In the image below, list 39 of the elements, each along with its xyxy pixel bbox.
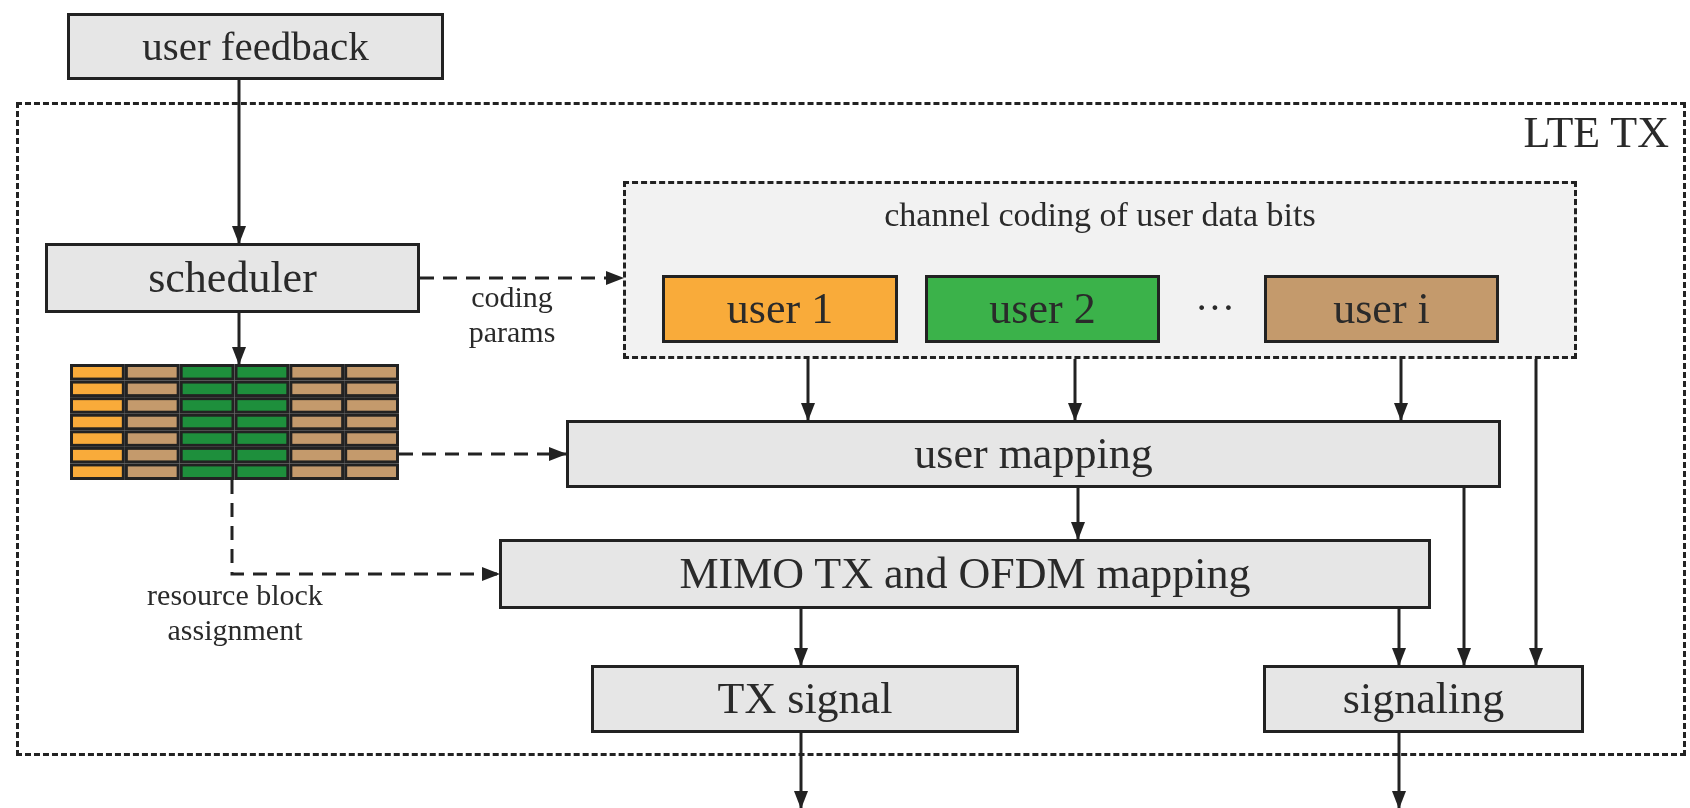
box-label: user i: [1333, 287, 1430, 331]
arrow: [1457, 488, 1471, 666]
dashed-arrow: [420, 271, 624, 285]
arrow: [1529, 359, 1543, 666]
process-box: [925, 275, 1160, 343]
box-label: user 1: [726, 287, 834, 331]
process-box: [1263, 665, 1584, 733]
box-label: MIMO TX and OFDM mapping: [679, 552, 1251, 596]
arrow: [232, 313, 246, 365]
process-box: [67, 13, 444, 80]
box-label: TX signal: [717, 677, 893, 721]
group-title: LTE TX: [1523, 111, 1669, 155]
arrow: [1394, 359, 1408, 421]
arrow: [794, 733, 808, 808]
arrow: [801, 359, 815, 421]
process-box: [45, 243, 420, 313]
process-box: [662, 275, 898, 343]
ellipsis-label: ···: [1194, 285, 1236, 331]
arrow: [1068, 359, 1082, 421]
dashed-boundary: [16, 102, 1686, 756]
arrow: [1392, 609, 1406, 666]
box-label: user mapping: [914, 432, 1153, 476]
arrow: [1071, 488, 1085, 540]
process-box: [591, 665, 1019, 733]
dashed-boundary: [623, 181, 1577, 359]
box-label: user feedback: [142, 26, 369, 67]
box-label: user 2: [989, 287, 1096, 331]
resource-grid-drawing: [70, 364, 399, 480]
arrow: [794, 609, 808, 666]
dashed-arrow: [399, 447, 567, 461]
box-label: scheduler: [148, 256, 317, 300]
box-label: signaling: [1342, 677, 1505, 721]
group-title: channel coding of user data bits: [883, 198, 1317, 232]
process-box: [1264, 275, 1499, 343]
arrow: [232, 80, 246, 244]
arrow: [1392, 733, 1406, 808]
process-box: [566, 420, 1501, 488]
process-box: [499, 539, 1431, 609]
dashed-arrow: [230, 480, 500, 581]
